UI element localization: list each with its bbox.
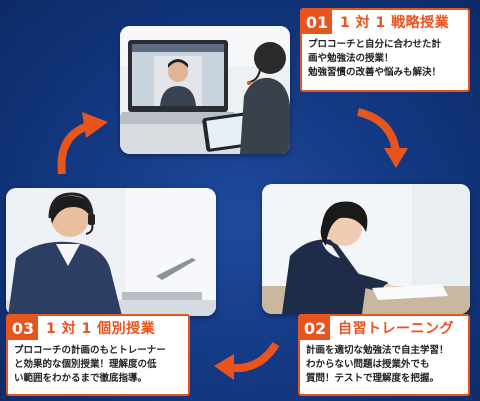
description-line: 勉強習慣の改善や悩みも解決！ [308, 67, 442, 78]
step-number: 01 [302, 10, 332, 34]
step-card-03: 03 1 対 1 個別授業 プロコーチの計画のもとトレーナー と効果的な個別授業… [6, 314, 190, 396]
description-line: プロコーチの計画のもとトレーナー [14, 345, 166, 356]
step-title: 自習トレーニング [338, 321, 454, 337]
description-line: 画や勉強法の授業！ [308, 53, 394, 64]
step-description: プロコーチと自分に合わせた計 画や勉強法の授業！ 勉強習慣の改善や悩みも解決！ [302, 34, 468, 84]
description-line: プロコーチと自分に合わせた計 [308, 39, 442, 50]
description-line: 計画を適切な勉強法で自主学習！ [306, 345, 449, 356]
arrow-3-to-1-icon [57, 112, 108, 175]
step-card-02: 02 自習トレーニング 計画を適切な勉強法で自主学習！ わからない問題は授業外で… [298, 314, 470, 396]
description-line: わからない問題は授業外でも [306, 359, 430, 370]
step-description: プロコーチの計画のもとトレーナー と効果的な個別授業！理解度の低 い範囲をわかる… [8, 340, 188, 390]
step-number: 03 [8, 316, 38, 340]
description-line: い範囲をわかるまで徹底指導。 [14, 373, 148, 384]
description-line: 質問！テストで理解度を把握。 [306, 373, 440, 384]
self-study-photo [262, 184, 470, 314]
step-card-01: 01 1 対 1 戦略授業 プロコーチと自分に合わせた計 画や勉強法の授業！ 勉… [300, 8, 470, 92]
step-description: 計画を適切な勉強法で自主学習！ わからない問題は授業外でも 質問！テストで理解度… [300, 340, 468, 390]
individual-lesson-photo [6, 188, 216, 316]
description-line: と効果的な個別授業！理解度の低 [14, 359, 157, 370]
step-title: 1 対 1 戦略授業 [340, 15, 450, 31]
online-lesson-photo [120, 26, 290, 154]
arrow-1-to-2-icon [356, 108, 408, 168]
step-title: 1 対 1 個別授業 [46, 321, 156, 337]
step-number: 02 [300, 316, 330, 340]
arrow-2-to-3-icon [214, 341, 280, 380]
